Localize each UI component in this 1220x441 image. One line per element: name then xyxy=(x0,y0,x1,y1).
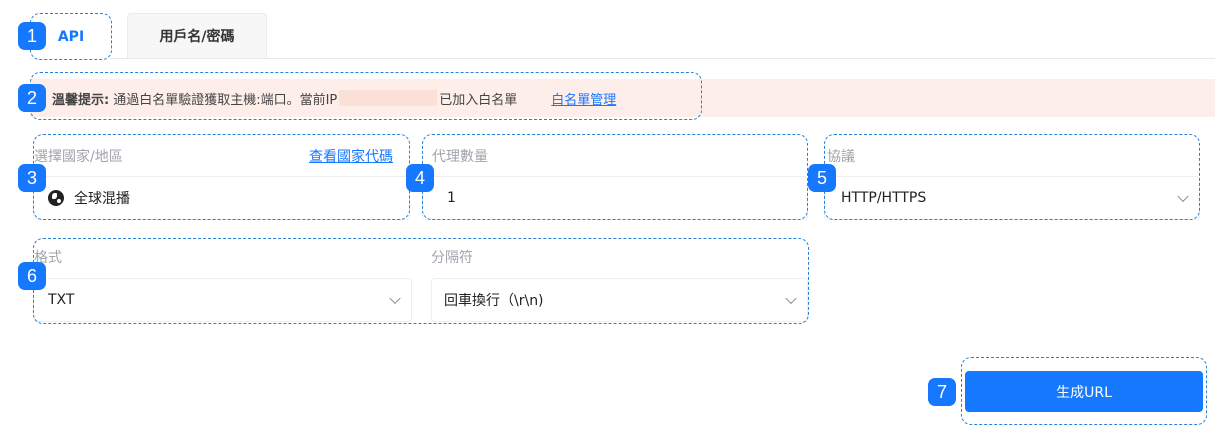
protocol-value: HTTP/HTTPS xyxy=(841,190,927,206)
generate-url-button[interactable]: 生成URL xyxy=(965,371,1203,412)
badge-5: 5 xyxy=(808,164,836,192)
badge-3: 3 xyxy=(18,164,46,192)
country-select[interactable]: 全球混播 xyxy=(33,176,410,220)
chevron-down-icon xyxy=(389,292,401,305)
separator-label: 分隔符 xyxy=(431,250,473,266)
badge-4: 4 xyxy=(406,164,434,192)
separator-value: 回車換行（\r\n) xyxy=(444,293,544,309)
badge-1: 1 xyxy=(18,22,46,50)
badge-7: 7 xyxy=(928,378,956,406)
tab-username-password[interactable]: 用戶名/密碼 xyxy=(127,13,267,58)
tabs-divider xyxy=(30,58,1215,59)
format-value: TXT xyxy=(48,292,75,308)
badge-2: 2 xyxy=(18,84,46,112)
chevron-down-icon xyxy=(785,292,797,305)
chevron-down-icon xyxy=(1177,190,1189,203)
view-country-codes-link[interactable]: 查看國家代碼 xyxy=(309,149,393,165)
alert-title: 溫馨提示: xyxy=(52,92,110,108)
format-select[interactable]: TXT xyxy=(33,278,412,322)
globe-icon xyxy=(48,190,64,206)
quantity-label: 代理數量 xyxy=(432,149,488,165)
whitelist-manage-link[interactable]: 白名單管理 xyxy=(551,92,617,108)
protocol-label: 協議 xyxy=(827,149,855,165)
masked-ip xyxy=(339,90,438,106)
whitelist-alert: 溫馨提示: 通過白名單驗證獲取主機:端口。當前IP 已加入白名單 白名單管理 xyxy=(30,79,1215,117)
alert-suffix: 已加入白名單 xyxy=(439,92,518,108)
badge-6: 6 xyxy=(18,262,46,290)
quantity-input[interactable]: 1 xyxy=(422,176,808,220)
protocol-select[interactable]: HTTP/HTTPS xyxy=(824,176,1200,220)
country-label: 選擇國家/地區 xyxy=(34,149,123,165)
country-value: 全球混播 xyxy=(74,191,130,207)
quantity-value: 1 xyxy=(447,190,456,206)
alert-text: 通過白名單驗證獲取主機:端口。當前IP xyxy=(113,92,338,108)
separator-select[interactable]: 回車換行（\r\n) xyxy=(431,278,808,322)
